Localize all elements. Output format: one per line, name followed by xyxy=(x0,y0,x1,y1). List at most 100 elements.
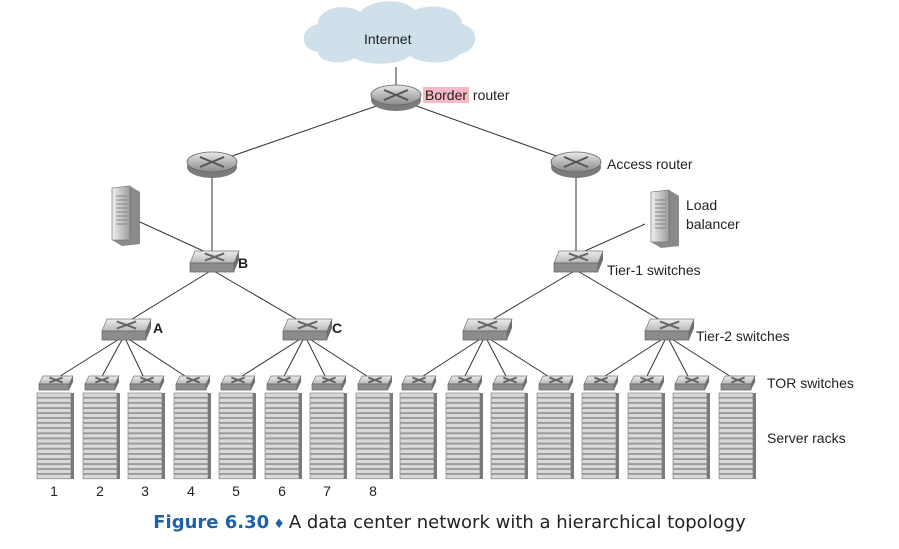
rack-server-unit xyxy=(309,438,345,444)
rack-server-unit xyxy=(672,453,708,459)
rack-server-unit xyxy=(445,397,481,403)
rack-server-unit xyxy=(218,448,254,454)
link-border-left xyxy=(211,102,386,164)
rack-server-unit xyxy=(672,433,708,439)
rack-server-unit xyxy=(264,464,300,469)
rack-server-unit xyxy=(718,438,754,444)
rack-server-unit xyxy=(218,407,254,413)
rack-server-unit xyxy=(627,413,663,418)
rack-server-unit xyxy=(36,392,72,398)
rack-server-unit xyxy=(355,438,391,444)
rack-server-unit xyxy=(82,438,118,444)
rack-server-unit xyxy=(672,438,708,444)
rack-server-unit xyxy=(218,418,254,423)
rack-server-unit xyxy=(218,438,254,444)
rack-number-4: 4 xyxy=(187,483,195,499)
rack-server-unit xyxy=(672,402,708,408)
rack-server-unit xyxy=(355,397,391,403)
rack-server-unit xyxy=(264,448,300,454)
rack-server-unit xyxy=(309,433,345,439)
rack-server-unit xyxy=(399,474,435,480)
rack-server-unit xyxy=(127,433,163,439)
rack-server-unit xyxy=(173,402,209,408)
rack-server-unit xyxy=(218,413,254,418)
rack-server-unit xyxy=(445,402,481,408)
rack-server-unit xyxy=(536,402,572,408)
rack-server-unit xyxy=(355,402,391,408)
rack-server-unit xyxy=(718,402,754,408)
rack-server-unit xyxy=(627,402,663,408)
rack-server-unit xyxy=(127,418,163,423)
rack-server-unit xyxy=(309,469,345,474)
tier1-switch-b xyxy=(189,250,240,273)
rack-server-unit xyxy=(82,443,118,449)
rack-server-unit xyxy=(309,407,345,413)
server-rack xyxy=(218,375,256,480)
tor-switch xyxy=(311,375,347,391)
rack-server-unit xyxy=(490,443,526,449)
figure-caption: Figure 6.30♦A data center network with a… xyxy=(0,512,899,533)
rack-server-unit xyxy=(627,458,663,464)
rack-server-unit xyxy=(127,469,163,474)
rack-server-unit xyxy=(218,397,254,403)
rack-server-unit xyxy=(127,453,163,459)
rack-server-unit xyxy=(672,474,708,480)
tor-switch xyxy=(129,375,165,391)
rack-server-unit xyxy=(399,464,435,469)
rack-server-unit xyxy=(127,428,163,434)
rack-server-unit xyxy=(218,453,254,459)
rack-server-unit xyxy=(36,458,72,464)
rack-server-unit xyxy=(581,464,617,469)
internet-label: Internet xyxy=(364,31,412,47)
rack-server-unit xyxy=(672,392,708,398)
rack-server-unit xyxy=(264,453,300,459)
rack-server-unit xyxy=(355,428,391,434)
rack-server-unit xyxy=(309,448,345,454)
server-icon xyxy=(111,185,140,246)
rack-server-unit xyxy=(718,392,754,398)
rack-server-unit xyxy=(355,418,391,423)
rack-server-unit xyxy=(718,418,754,423)
border-router-label-rest: router xyxy=(469,87,510,103)
rack-server-unit xyxy=(355,469,391,474)
switch-a-label: A xyxy=(153,320,164,336)
rack-server-unit xyxy=(355,407,391,413)
rack-server-unit xyxy=(173,458,209,464)
rack-server-unit xyxy=(445,407,481,413)
caption-text: A data center network with a hierarchica… xyxy=(288,512,746,533)
rack-server-unit xyxy=(309,464,345,469)
rack-server-unit xyxy=(218,428,254,434)
rack-server-unit xyxy=(355,474,391,480)
rack-server-unit xyxy=(399,397,435,403)
rack-server-unit xyxy=(173,407,209,413)
rack-server-unit xyxy=(718,407,754,413)
rack-server-unit xyxy=(355,433,391,439)
server-rack xyxy=(127,375,165,480)
rack-server-unit xyxy=(218,423,254,429)
rack-server-unit xyxy=(399,453,435,459)
rack-server-unit xyxy=(36,474,72,480)
rack-server-unit xyxy=(173,448,209,454)
tier2-switch-a xyxy=(101,318,152,341)
rack-server-unit xyxy=(490,413,526,418)
rack-server-unit xyxy=(355,413,391,418)
tor-switch xyxy=(583,375,619,391)
rack-server-unit xyxy=(309,402,345,408)
border-highlight: Border xyxy=(423,87,470,103)
rack-server-unit xyxy=(536,443,572,449)
rack-server-unit xyxy=(627,443,663,449)
rack-server-unit xyxy=(581,402,617,408)
rack-server-unit xyxy=(173,443,209,449)
rack-server-unit xyxy=(536,469,572,474)
big-switches xyxy=(101,250,695,341)
tier2-switches-label: Tier-2 switches xyxy=(696,328,790,344)
rack-server-unit xyxy=(581,413,617,418)
rack-server-unit xyxy=(536,428,572,434)
tier2-switch xyxy=(644,318,695,341)
rack-server-unit xyxy=(173,453,209,459)
rack-number-8: 8 xyxy=(369,483,377,499)
tor-switch xyxy=(629,375,665,391)
rack-server-unit xyxy=(173,423,209,429)
rack-server-unit xyxy=(536,433,572,439)
